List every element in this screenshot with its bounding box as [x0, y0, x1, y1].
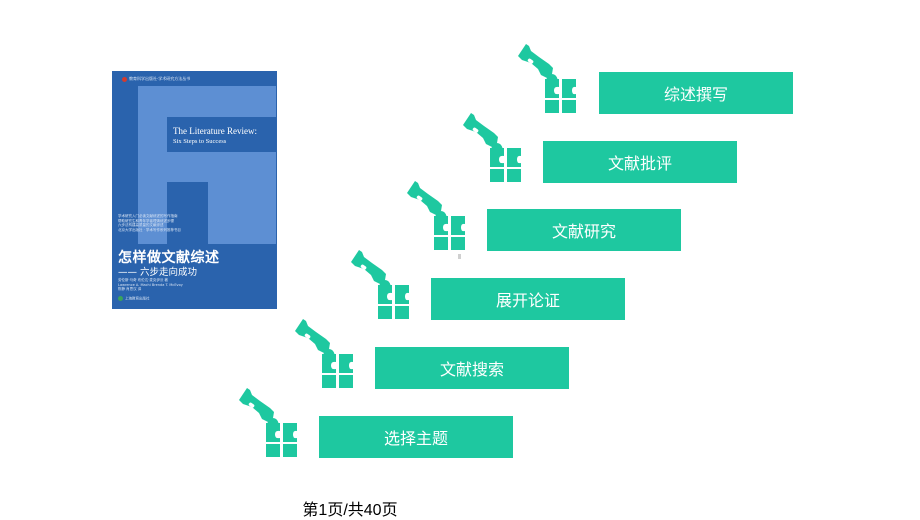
cover-graphic-block — [138, 86, 276, 117]
page-counter: 第1页/共40页 — [302, 502, 398, 519]
book-authors: 劳伦斯·马奇 布伦达·麦克伊沃 著 Lawrence A. Machi Bren… — [118, 278, 183, 292]
cover-graphic-block — [167, 152, 194, 182]
author-line: Lawrence A. Machi Brenda T. McEvoy — [118, 282, 183, 287]
book-subtitle-zh: —— 六步走向成功 — [118, 267, 198, 278]
book-cover: 教育科学出版社·学术研究方法丛书 The Literature Review: … — [112, 71, 277, 309]
fine-print-line: 帮助研究生和青年学者理清综述步骤 — [118, 218, 174, 223]
step-box-research[interactable]: 文献研究 — [487, 209, 681, 251]
decorative-mark — [458, 254, 461, 259]
book-series-text: 教育科学出版社·学术研究方法丛书 — [129, 76, 191, 81]
book-series-line: 教育科学出版社·学术研究方法丛书 — [122, 76, 190, 82]
book-title-en: The Literature Review: — [173, 126, 257, 136]
fine-print-line: 北京大学出版社 · 学术写作系列推荐书目 — [118, 227, 181, 232]
book-fine-print: 学术研究入门必读文献综述的写作指南 帮助研究生和青年学者理清综述步骤 六步法构建… — [118, 214, 181, 232]
hand-puzzle-icon — [239, 388, 297, 457]
book-subtitle-en: Six Steps to Success — [173, 138, 227, 145]
cover-graphic-block — [138, 117, 167, 244]
step-box-critique[interactable]: 文献批评 — [543, 141, 737, 183]
fine-print-line: 六步法构建高质量的文献综述 — [118, 223, 164, 227]
publisher-logo-icon — [118, 296, 123, 301]
publisher-text: 上海教育出版社 — [125, 296, 150, 301]
series-logo-icon — [122, 76, 127, 82]
cover-graphic-block — [208, 182, 276, 244]
author-line: 劳伦斯·马奇 布伦达·麦克伊沃 著 — [118, 278, 168, 282]
step-box-search[interactable]: 文献搜索 — [375, 347, 569, 389]
hand-puzzle-icon — [407, 181, 465, 250]
book-publisher: 上海教育出版社 — [118, 296, 150, 302]
cover-graphic-block — [194, 152, 276, 182]
hand-puzzle-icon — [463, 113, 521, 182]
step-box-argument[interactable]: 展开论证 — [431, 278, 625, 320]
author-line: 陈静 肖思汉 译 — [118, 287, 142, 291]
hand-puzzle-icon — [518, 44, 576, 113]
hand-puzzle-icon — [351, 250, 409, 319]
fine-print-line: 学术研究入门必读文献综述的写作指南 — [118, 214, 178, 218]
book-title-zh: 怎样做文献综述 — [118, 250, 220, 266]
step-box-topic[interactable]: 选择主题 — [319, 416, 513, 458]
hand-puzzle-icon — [295, 319, 353, 388]
step-box-writing[interactable]: 综述撰写 — [599, 72, 793, 114]
